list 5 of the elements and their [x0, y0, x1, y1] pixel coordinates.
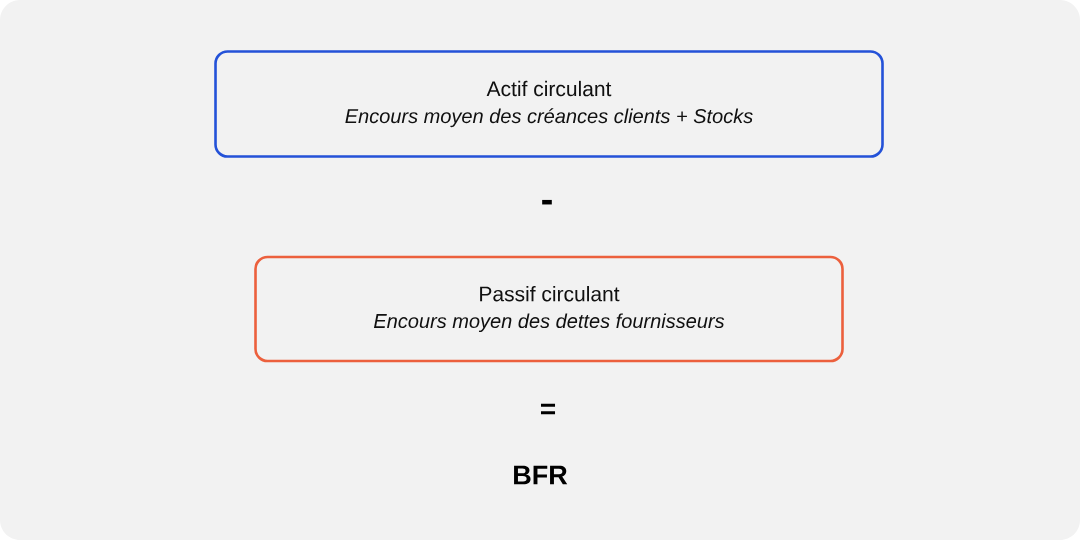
rounded-box: Actif circulant Encours moyen des créances clients + Stocks	[214, 50, 884, 158]
result-label: BFR	[514, 465, 568, 485]
equals-sign: =	[541, 403, 556, 415]
rounded-box: Passif circulant Encours moyen des dettes fournisseurs	[254, 255, 844, 363]
minus-sign: -	[542, 199, 552, 205]
